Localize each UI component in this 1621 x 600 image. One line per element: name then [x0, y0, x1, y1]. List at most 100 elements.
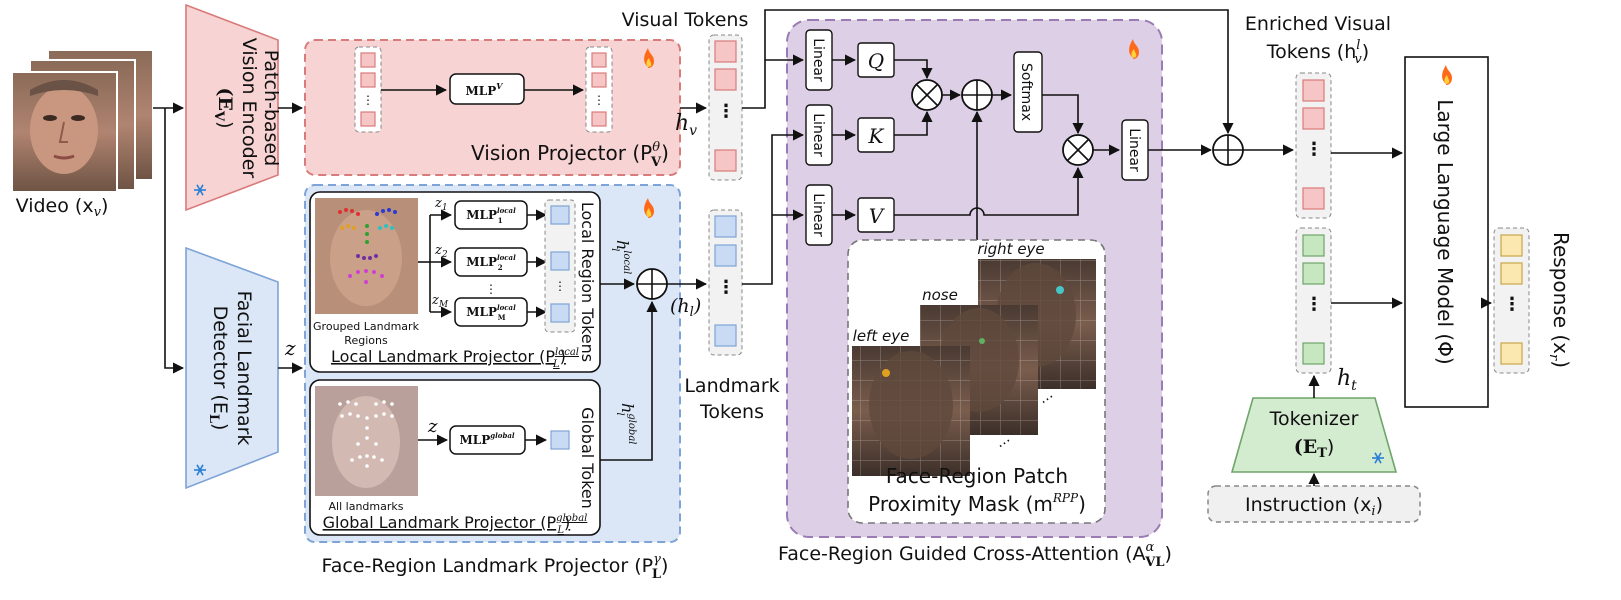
global-z-label: z: [427, 416, 438, 437]
cross-attention: Linear Linear Linear Q K V Softmax: [778, 19, 1172, 570]
vision-encoder: Patch-based Vision Encoder (EV): [185, 3, 282, 212]
token-square: [1500, 234, 1523, 257]
snowflake-icon: [194, 184, 206, 196]
mlp-v-box: [449, 73, 525, 105]
token-square: [591, 72, 607, 88]
token-square: [591, 52, 607, 68]
token-square: [1500, 342, 1523, 365]
token-square: [1302, 187, 1325, 210]
right-eye-label: right eye: [977, 240, 1044, 258]
svg-text:z1: z1: [434, 196, 448, 213]
landmark-tokens-line2: Tokens: [699, 401, 764, 423]
visual-tokens-label: Visual Tokens: [622, 9, 749, 31]
global-token-label: Global Token: [578, 407, 597, 509]
token-square: [714, 244, 737, 267]
token-square: [360, 52, 376, 68]
nose-label: nose: [922, 286, 958, 304]
face-image: [11, 71, 118, 193]
landmark-detector-line1: Facial Landmark: [233, 291, 255, 446]
h-global-label: hgloball: [614, 403, 637, 445]
all-landmarks-caption: All landmarks: [329, 500, 404, 513]
vision-encoder-line1: Patch-based: [260, 50, 282, 166]
enriched-token-stack: ⋮: [1295, 72, 1332, 219]
instruction-box: [1207, 485, 1421, 523]
token-square: [1302, 262, 1325, 285]
instruction-token-stack: ⋮: [1295, 227, 1332, 374]
face-region-left-eye: [852, 346, 970, 476]
linear-q: Linear: [810, 38, 826, 82]
token-square: [550, 430, 570, 450]
token-square: [714, 149, 737, 172]
fire-icon: [1129, 39, 1139, 59]
token-square: [550, 251, 570, 271]
v-label: V: [869, 204, 886, 228]
fire-icon: [1442, 65, 1452, 85]
grouped-caption-2: Regions: [344, 334, 388, 347]
token-square: [714, 68, 737, 91]
mask-title-2: Proximity Mask (mRPP): [868, 491, 1086, 516]
hl-label: (hl): [670, 295, 701, 320]
tokenizer: Tokenizer (ET): [1230, 397, 1398, 473]
landmark-detector: Facial Landmark Detector (EL): [185, 246, 279, 490]
vision-encoder-line3: (EV): [211, 88, 236, 129]
svg-text:⋮: ⋮: [1305, 139, 1323, 160]
svg-text:zM: zM: [431, 293, 449, 310]
llm-label: Large Language Model (Φ): [1433, 99, 1457, 364]
local-region-tokens-label: Local Region Tokens: [578, 202, 597, 362]
fire-icon: [644, 48, 654, 68]
token-square: [1302, 79, 1325, 102]
instruction-label: Instruction (xi): [1245, 494, 1383, 519]
token-square: [360, 111, 376, 127]
token-square: [1302, 234, 1325, 257]
enriched-line1: Enriched Visual: [1245, 13, 1391, 35]
tokenizer-line2: (ET): [1294, 436, 1335, 461]
response-label: Response (xr): [1546, 232, 1573, 368]
svg-text:⋮: ⋮: [1503, 294, 1521, 315]
svg-text:⋮: ⋮: [362, 93, 374, 107]
token-square: [550, 303, 570, 323]
q-label: Q: [868, 49, 884, 73]
video-frames: [11, 49, 154, 193]
token-square: [591, 111, 607, 127]
svg-text:⋮: ⋮: [1305, 294, 1323, 315]
large-language-model: Large Language Model (Φ): [1404, 56, 1489, 408]
all-landmarks-image: [315, 386, 418, 496]
token-square: [714, 215, 737, 238]
token-square: [714, 324, 737, 347]
token-square: [550, 205, 570, 225]
k-label: K: [868, 124, 885, 148]
fire-icon: [644, 198, 654, 218]
visual-token-stack: ⋮: [708, 34, 743, 181]
svg-text:z2: z2: [434, 243, 448, 260]
svg-text:⋮: ⋮: [554, 279, 566, 293]
snowflake-icon: [1372, 452, 1384, 464]
mlp-v-label: MLPV: [466, 81, 504, 98]
video-label: Video (xv): [16, 195, 109, 220]
svg-text:⋮: ⋮: [717, 101, 735, 122]
snowflake-icon: [194, 464, 206, 476]
svg-text:⋮: ⋮: [717, 277, 735, 298]
tokenizer-line1: Tokenizer: [1269, 408, 1359, 430]
ht-label: ht: [1337, 366, 1357, 394]
token-square: [1302, 342, 1325, 365]
svg-text:⋮: ⋮: [593, 93, 605, 107]
token-square: [714, 40, 737, 63]
landmark-tokens-line1: Landmark: [684, 375, 779, 397]
token-square: [1500, 262, 1523, 285]
mask-title-1: Face-Region Patch: [886, 464, 1068, 488]
svg-text:⋮: ⋮: [485, 282, 497, 296]
landmark-detector-line2: Detector (EL): [206, 306, 231, 431]
linear-k: Linear: [810, 113, 826, 157]
grouped-landmarks-image: [315, 198, 418, 314]
token-square: [1302, 107, 1325, 130]
h-local-label: hlocall: [609, 240, 632, 274]
